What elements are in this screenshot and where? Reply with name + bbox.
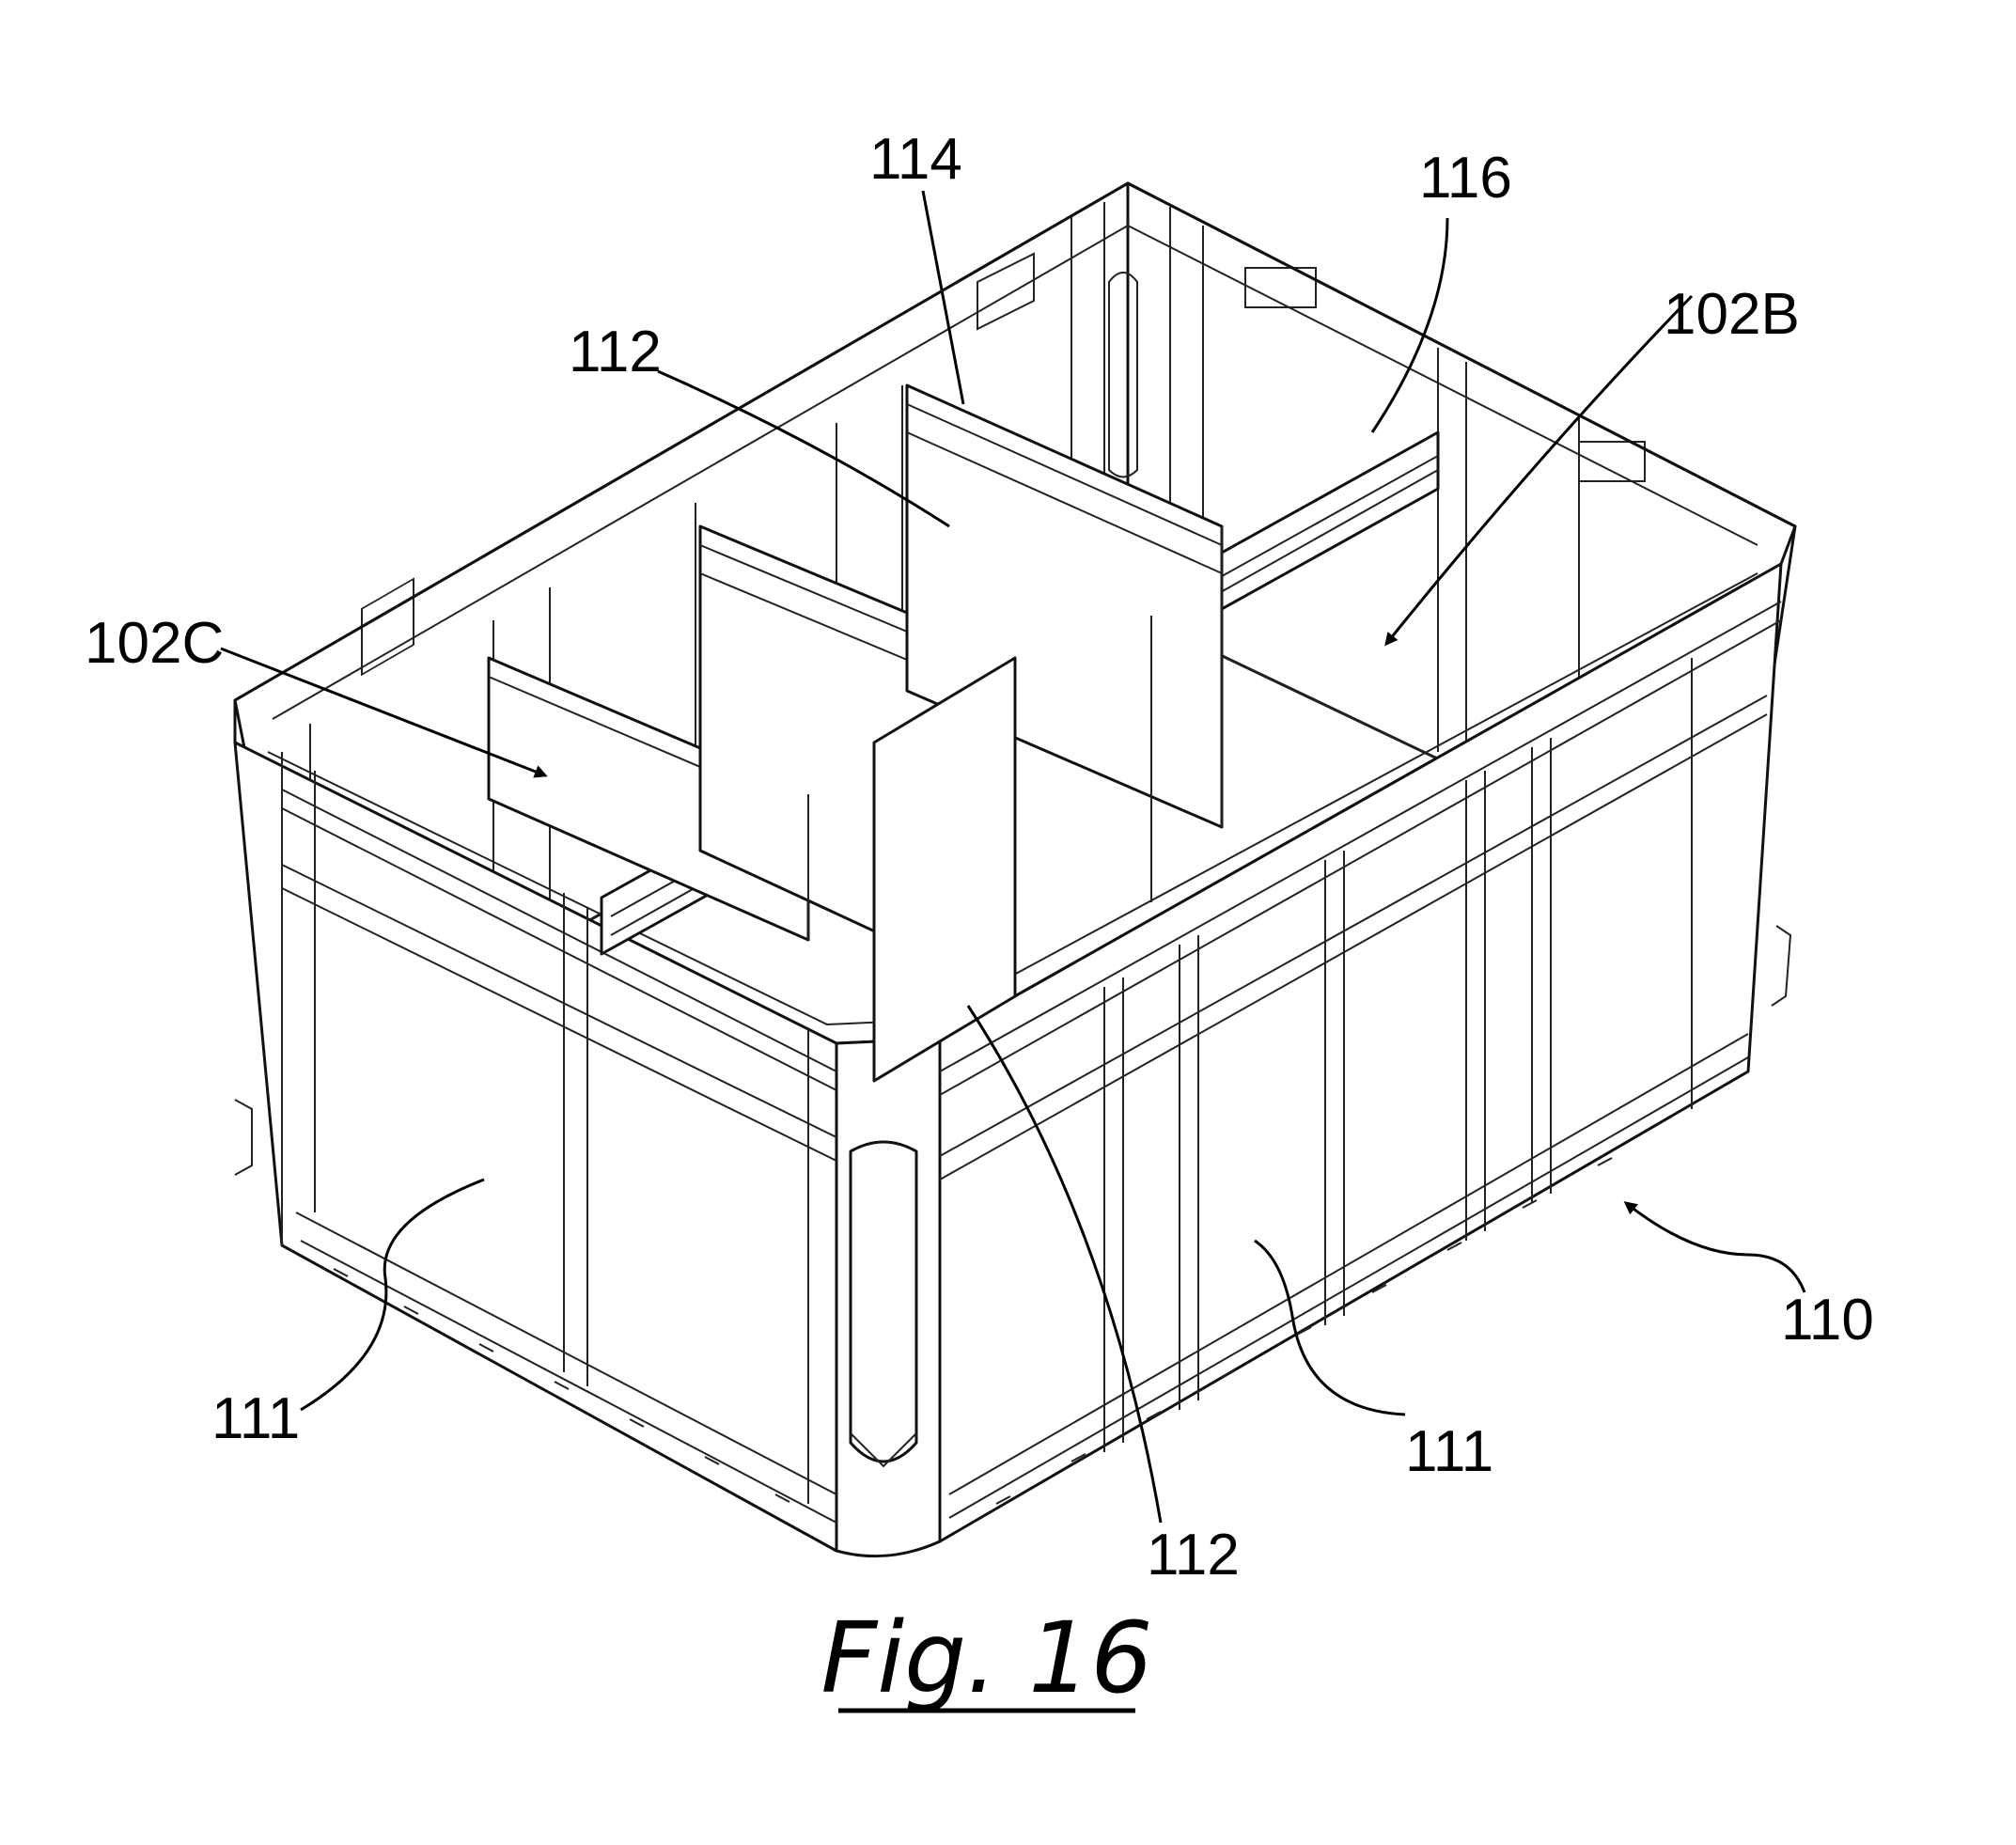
label-102B: 102B bbox=[1664, 282, 1800, 347]
crate-corner-post bbox=[835, 1037, 942, 1558]
leader-lines bbox=[220, 190, 1806, 1524]
corner-handle-slot bbox=[849, 1140, 918, 1463]
label-112-bottom: 112 bbox=[1147, 1523, 1240, 1587]
label-111-right: 111 bbox=[1405, 1419, 1493, 1484]
center-panel bbox=[872, 656, 1017, 1083]
crate-drawing bbox=[233, 181, 1797, 1558]
label-111-left: 111 bbox=[211, 1386, 300, 1451]
reference-labels: 114 116 112 102B 102C 111 112 111 110 bbox=[85, 127, 1874, 1587]
label-102C: 102C bbox=[85, 611, 224, 676]
divider-assembly bbox=[487, 383, 1440, 1083]
label-112-top: 112 bbox=[569, 320, 662, 384]
caption-text: Fig. 16 bbox=[820, 1601, 1152, 1715]
label-114: 114 bbox=[869, 127, 962, 192]
label-116: 116 bbox=[1419, 146, 1512, 211]
figure-caption: Fig. 16 bbox=[820, 1601, 1152, 1715]
label-110: 110 bbox=[1781, 1288, 1874, 1352]
